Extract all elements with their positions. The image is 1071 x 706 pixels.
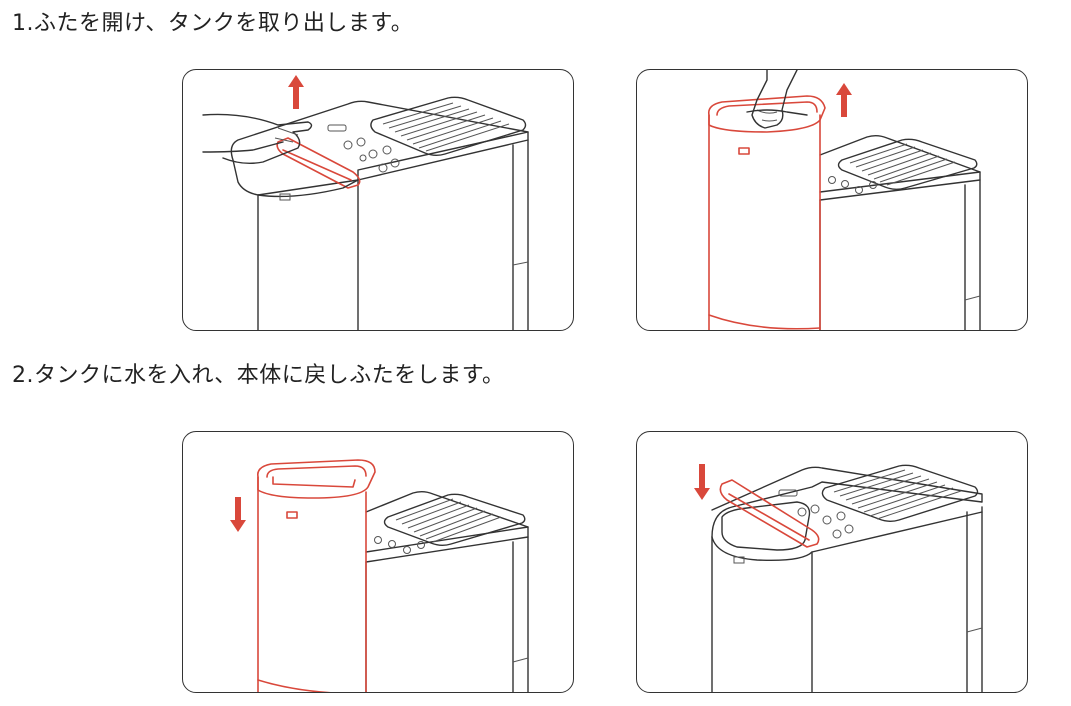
illustration-insert-tank [182,431,574,693]
arrow-up-icon [288,75,304,109]
illustration-remove-tank [636,69,1028,331]
illustration-open-lid [182,69,574,331]
arrow-down-icon [694,464,710,500]
arrow-up-icon [836,83,852,117]
humidifier-insert-tank-drawing [230,459,529,692]
humidifier-remove-tank-drawing [707,70,981,330]
arrow-down-icon [230,497,246,532]
humidifier-close-lid-drawing [694,464,983,692]
step-2-title: 2.タンクに水を入れ、本体に戻しふたをします。 [12,363,505,388]
step-1-title: 1.ふたを開け、タンクを取り出します。 [12,11,414,36]
illustration-close-lid [636,431,1028,693]
humidifier-open-lid-drawing [202,75,529,330]
